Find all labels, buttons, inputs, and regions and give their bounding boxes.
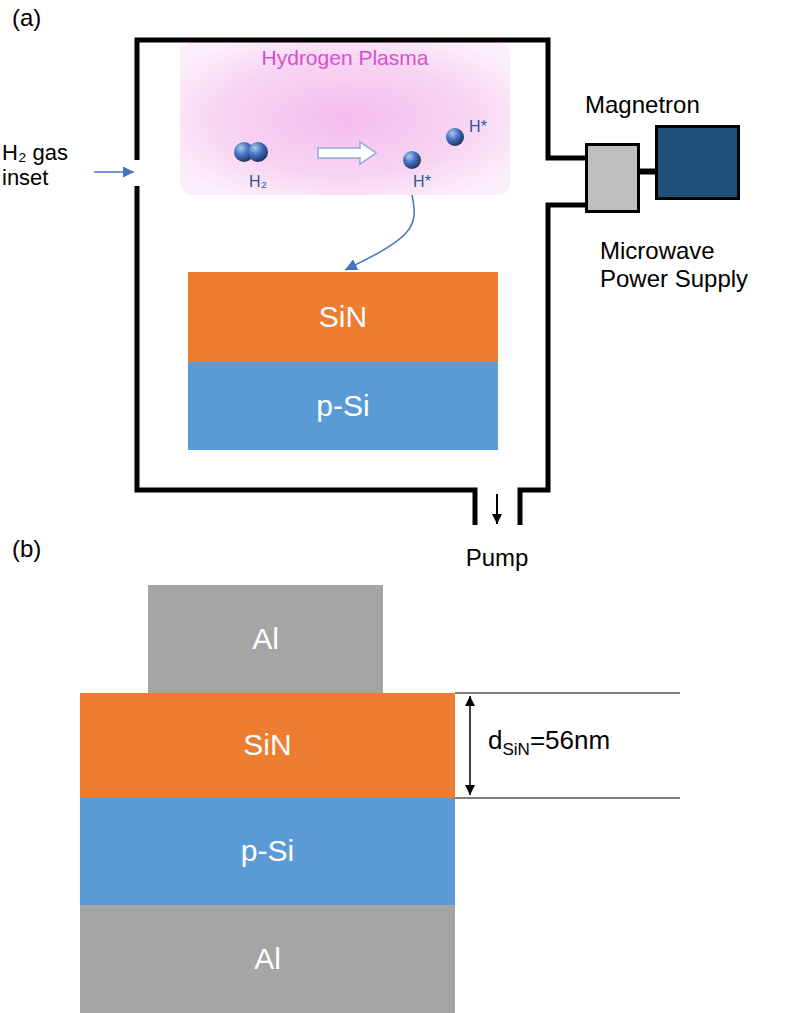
dimension-label: dSiN=56nm [488, 726, 610, 760]
panel-label: (b) [12, 535, 41, 563]
dimension-symbol: d [488, 725, 502, 755]
gas-inlet-arrow [94, 171, 134, 173]
dimension-value: =56nm [530, 725, 610, 755]
plasma-region: Hydrogen PlasmaH₂ H* H* [180, 42, 510, 195]
inlet-label: H₂ gas inset [2, 140, 97, 191]
layer-box: p-Si [188, 362, 498, 450]
region-title: Hydrogen Plasma [180, 46, 510, 70]
electrode-box: Al [148, 585, 383, 693]
conversion-arrow [318, 142, 376, 164]
power-supply-box: Microwave Power Supply [655, 125, 740, 200]
electrode-box: Al [80, 905, 455, 1013]
chamber-wall [137, 40, 585, 525]
radical-flux-arrow [345, 195, 414, 270]
species-label: H₂ [238, 173, 278, 191]
panel-label: (a) [12, 4, 41, 32]
species-label: H* [402, 173, 442, 191]
layer-box: p-Si [80, 798, 455, 905]
hydrogen-atom [248, 142, 268, 162]
layer-label: Al [252, 622, 279, 657]
magnetron-box: Magnetron [585, 143, 640, 213]
layer-label: SiN [319, 300, 367, 335]
plasma-glow [180, 42, 510, 195]
species-label: H* [460, 118, 496, 136]
component-label: Magnetron [585, 91, 700, 119]
pump-label: Pump [452, 544, 542, 572]
dimension-line [455, 693, 680, 694]
component-label: Microwave Power Supply [600, 237, 770, 292]
layer-label: SiN [243, 728, 291, 763]
layer-label: p-Si [241, 834, 294, 869]
hydrogen-radical [446, 128, 464, 146]
dimension-subscript: SiN [502, 740, 529, 759]
layer-label: p-Si [316, 389, 369, 424]
layer-label: Al [254, 942, 281, 977]
hydrogen-radical [403, 151, 421, 169]
layer-box: SiN [80, 693, 455, 798]
dimension-line [455, 798, 680, 799]
dimension-arrow [469, 696, 471, 795]
power-link [640, 169, 655, 175]
layer-box: SiN [188, 272, 498, 362]
pump-arrow [496, 494, 498, 524]
